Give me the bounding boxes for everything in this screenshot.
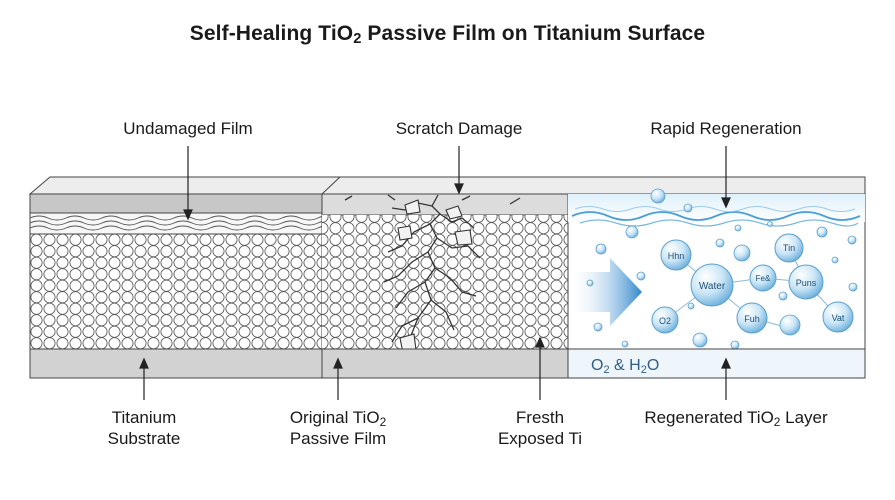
substrate-band [29, 348, 569, 379]
bubble-b1 [660, 239, 692, 271]
bubble-b8 [822, 301, 854, 333]
block-top-face [28, 176, 866, 195]
o2-h2o-label: O2 & H2O [591, 357, 659, 376]
bubble-b4-label: Tin [783, 243, 795, 253]
bubble-b3 [749, 264, 777, 292]
water-waves [571, 206, 861, 227]
label-undamaged-film: Undamaged Film [123, 119, 253, 138]
label-scratch-damage: Scratch Damage [395, 119, 523, 138]
bubble-b2-label: Water [699, 281, 726, 292]
label-regenerated-layer: Regenerated TiO2 Layer [644, 408, 828, 429]
label-rapid-regeneration: Rapid Regeneration [650, 119, 802, 138]
bubble-b5 [788, 264, 824, 300]
bubble-b1-label: Hhn [668, 251, 685, 261]
regeneration-arrow [568, 258, 642, 326]
bubble-b6 [651, 306, 679, 334]
bubble-b8-label: Vat [832, 313, 845, 323]
bubble-b7 [736, 302, 768, 334]
bubble-b4 [774, 233, 804, 263]
bubble-b6-label: O2 [659, 316, 671, 326]
bubble-b7-label: Fuh [744, 314, 760, 324]
scratched-film-layer [321, 193, 569, 216]
small-bubbles [586, 188, 858, 350]
wavy-film-lines [29, 215, 325, 231]
undamaged-film-layer [29, 193, 323, 214]
bubble-b3-label: Fe& [756, 274, 771, 283]
leader-lines [139, 146, 731, 400]
scratch-cracks [344, 194, 521, 359]
page-title: Self-Healing TiO2 Passive Film on Titani… [189, 22, 706, 47]
bubble-b5-label: Puns [796, 278, 817, 288]
labeled-bubbles: Hhn Water Fe& Tin Puns O2 Fuh Vat [651, 233, 854, 334]
bubble-b2 [690, 263, 734, 307]
o2-h2o-band [567, 348, 866, 379]
